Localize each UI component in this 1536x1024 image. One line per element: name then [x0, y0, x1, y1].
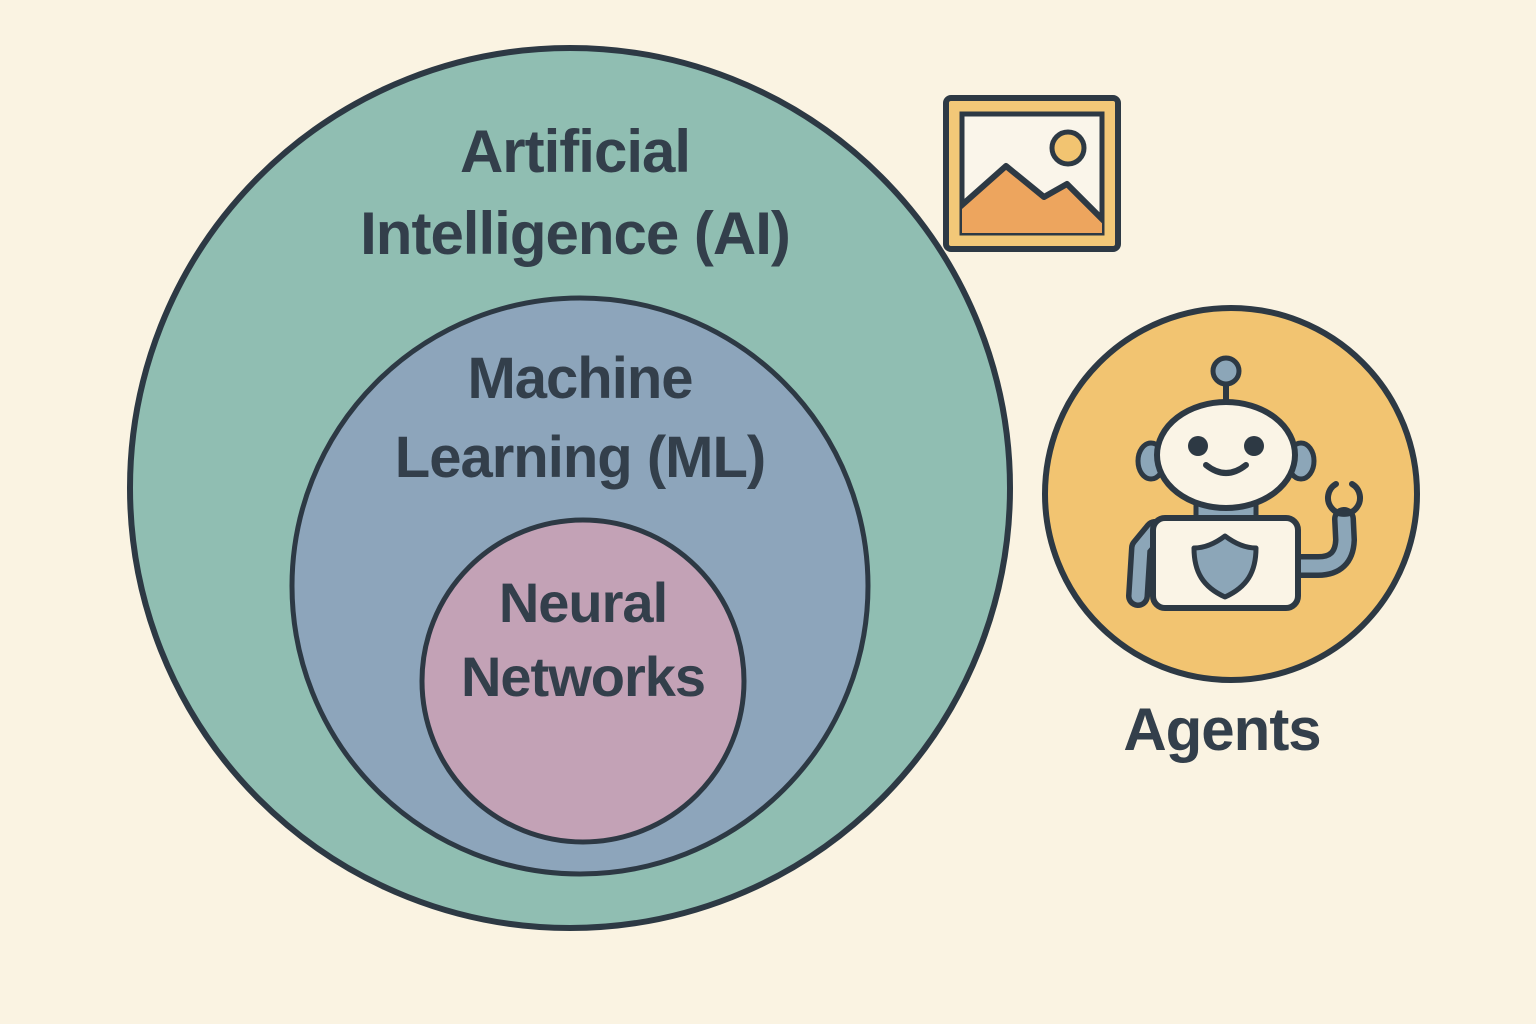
- robot-head: [1154, 399, 1298, 511]
- robot-smile: [1203, 462, 1249, 476]
- mountain-icon: [962, 163, 1102, 233]
- robot-antenna-ball: [1210, 355, 1242, 387]
- shield-icon: [1191, 533, 1259, 600]
- ml-label-line2: Learning (ML): [395, 425, 765, 490]
- image-icon: [943, 95, 1121, 252]
- robot-eye-right: [1244, 436, 1264, 456]
- nn-label-line1: Neural: [499, 571, 667, 634]
- nn-circle: [419, 517, 747, 845]
- robot-arm-right: [1287, 512, 1352, 573]
- ai-label-line2: Intelligence (AI): [360, 200, 790, 267]
- sun-icon: [1049, 129, 1087, 167]
- robot-claw: [1325, 481, 1363, 517]
- venn-diagram: Artificial Intelligence (AI) Machine Lea…: [127, 45, 1013, 931]
- nn-label-line2: Networks: [461, 645, 705, 708]
- robot-icon: [1126, 355, 1363, 611]
- ml-label-line1: Machine: [467, 346, 692, 411]
- robot-eye-left: [1188, 436, 1208, 456]
- agents-badge: Agents: [1042, 305, 1420, 763]
- agents-label: Agents: [1123, 696, 1320, 763]
- ai-label-line1: Artificial: [460, 118, 690, 185]
